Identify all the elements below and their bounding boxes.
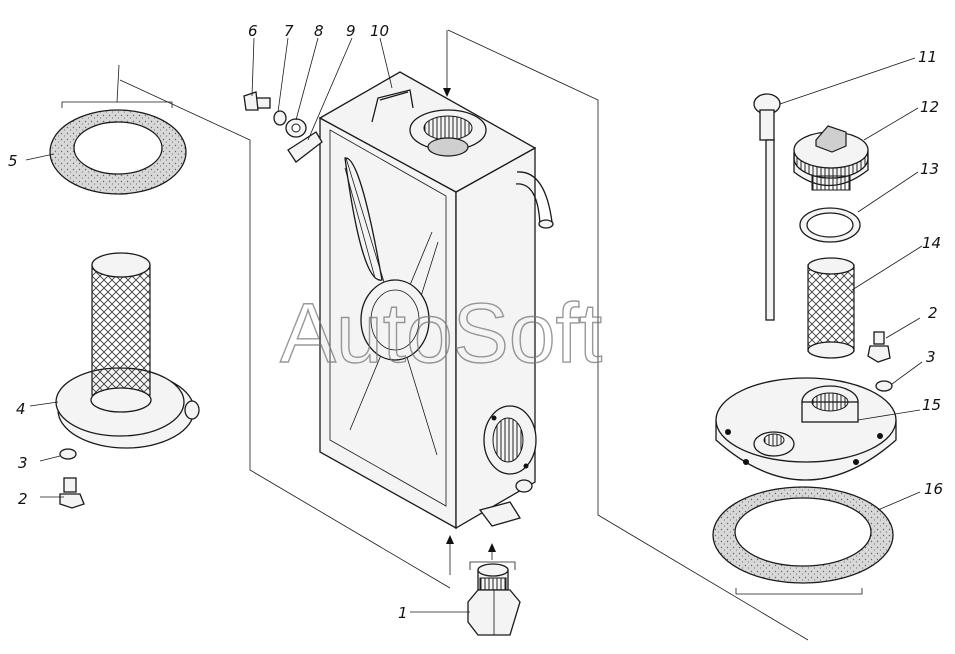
callout-14: 14 <box>922 234 941 252</box>
callout-1: 1 <box>398 604 408 622</box>
callout-9: 9 <box>346 22 356 40</box>
callout-labels: 1 2 2 3 3 4 5 6 7 8 9 10 11 12 13 14 15 … <box>8 22 943 622</box>
gasket-right <box>712 486 894 584</box>
callout-3-right: 3 <box>926 348 936 366</box>
gasket-left <box>49 109 187 195</box>
sealing-ring <box>799 207 861 243</box>
strainer-right <box>807 257 855 359</box>
callout-5: 5 <box>8 152 18 170</box>
callout-8: 8 <box>314 22 324 40</box>
small-fasteners <box>243 91 323 163</box>
strainer-assembly-left <box>55 252 200 449</box>
grouping-brackets <box>61 64 863 595</box>
cover-flange <box>715 377 897 481</box>
leader-lines <box>25 37 923 613</box>
callout-11: 11 <box>918 48 937 66</box>
callout-12: 12 <box>920 98 939 116</box>
watermark-text: AutoSoft <box>280 286 602 380</box>
assembly-guide-lines <box>119 29 809 641</box>
oil-tank-body <box>318 71 554 530</box>
callout-4: 4 <box>16 400 26 418</box>
dipstick <box>753 93 781 321</box>
bolt-and-washer-right <box>867 331 893 392</box>
filler-cap <box>793 125 869 191</box>
callout-6: 6 <box>248 22 258 40</box>
callout-15: 15 <box>922 396 941 414</box>
washer-and-bolt-left <box>59 448 85 509</box>
callout-10: 10 <box>370 22 389 40</box>
callout-13: 13 <box>920 160 939 178</box>
callout-2-right: 2 <box>928 304 938 322</box>
callout-16: 16 <box>924 480 943 498</box>
drain-plug <box>467 563 521 636</box>
callout-2-left: 2 <box>18 490 28 508</box>
callout-3-left: 3 <box>18 454 28 472</box>
callout-7: 7 <box>284 22 294 40</box>
